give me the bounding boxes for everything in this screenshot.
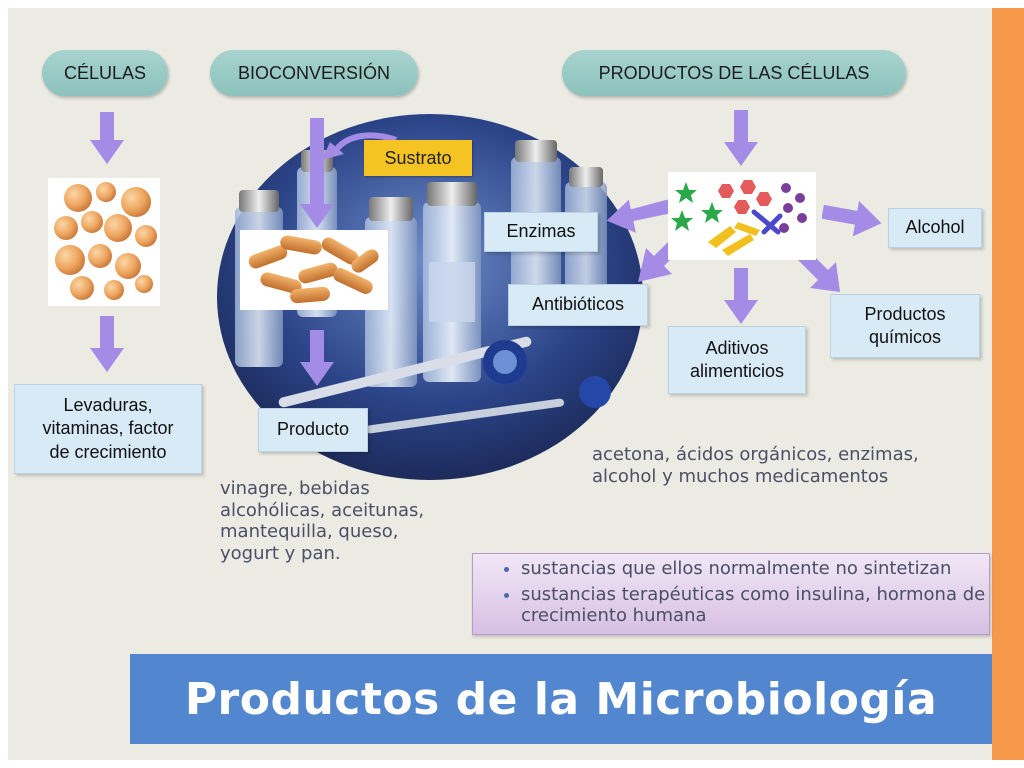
arrow-to-alcohol bbox=[822, 200, 882, 237]
bacteria-image bbox=[240, 230, 388, 310]
bullet-list: sustancias que ellos normalmente no sint… bbox=[473, 558, 989, 627]
header-cell-products: PRODUCTOS DE LAS CÉLULAS bbox=[562, 50, 906, 96]
fermented-products-line-1: vinagre, bebidas bbox=[220, 478, 370, 499]
fermented-products-note: vinagre, bebidas alcohólicas, aceitunas,… bbox=[220, 478, 424, 564]
yeast-cells-icon bbox=[54, 182, 157, 300]
yeast-products-box: Levaduras, vitaminas, factor de crecimie… bbox=[14, 384, 202, 474]
header-cell-products-label: PRODUCTOS DE LAS CÉLULAS bbox=[598, 62, 870, 83]
alcohol-box: Alcohol bbox=[888, 208, 982, 248]
chemical-products-line-2: químicos bbox=[868, 327, 942, 347]
bullet-list-box: sustancias que ellos normalmente no sint… bbox=[472, 553, 990, 635]
header-bioconversion: BIOCONVERSIÓN bbox=[210, 50, 418, 96]
header-cells-label: CÉLULAS bbox=[63, 62, 147, 83]
food-additives-box: Aditivos alimenticios bbox=[668, 326, 806, 394]
cell-products-examples-line-2: alcohol y muchos medicamentos bbox=[592, 465, 889, 487]
bullet-item: sustancias que ellos normalmente no sint… bbox=[521, 558, 989, 580]
arrow-product-down bbox=[300, 330, 334, 386]
product-box: Producto bbox=[258, 408, 368, 452]
arrow-cells-down bbox=[90, 112, 124, 164]
antibiotics-box: Antibióticos bbox=[508, 284, 648, 326]
molecules-icon bbox=[671, 180, 807, 256]
header-bioconversion-label: BIOCONVERSIÓN bbox=[237, 62, 391, 83]
antibiotics-box-label: Antibióticos bbox=[531, 294, 625, 315]
food-additives-line-1: Aditivos bbox=[705, 337, 769, 358]
arrow-to-aditivos bbox=[724, 268, 758, 324]
title-band: Productos de la Microbiología bbox=[130, 654, 992, 744]
yeast-products-line-3: de crecimiento bbox=[49, 441, 167, 462]
cell-products-examples-line-1: acetona, ácidos orgánicos, enzimas, bbox=[592, 444, 919, 465]
side-accent-bar bbox=[992, 8, 1024, 760]
yeast-products-line-1: Levaduras, bbox=[63, 394, 153, 415]
fermented-products-line-4: yogurt y pan. bbox=[220, 542, 341, 564]
slide-title: Productos de la Microbiología bbox=[184, 673, 938, 725]
bullet-item: sustancias terapéuticas como insulina, h… bbox=[521, 584, 989, 627]
arrow-cell-products-down bbox=[724, 110, 758, 166]
cell-products-image bbox=[668, 172, 816, 260]
yeast-products-line-2: vitaminas, factor bbox=[42, 418, 174, 439]
enzymes-box-label: Enzimas bbox=[506, 221, 576, 242]
chemical-products-box: Productos químicos bbox=[830, 294, 980, 358]
arrow-substrate-curve bbox=[322, 132, 397, 160]
bacteria-icon bbox=[248, 235, 379, 304]
arrow-bioconversion-down bbox=[300, 118, 334, 228]
alcohol-box-label: Alcohol bbox=[905, 217, 965, 238]
product-box-label: Producto bbox=[276, 419, 350, 440]
substrate-label: Sustrato bbox=[364, 140, 472, 176]
food-additives-line-2: alimenticios bbox=[689, 361, 785, 381]
substrate-label-text: Sustrato bbox=[384, 147, 452, 168]
fermented-products-line-3: mantequilla, queso, bbox=[220, 521, 399, 543]
yeast-cells-image bbox=[48, 178, 160, 306]
header-cells: CÉLULAS bbox=[42, 50, 168, 96]
enzymes-box: Enzimas bbox=[484, 212, 598, 252]
cell-products-examples-note: acetona, ácidos orgánicos, enzimas, alco… bbox=[592, 444, 919, 487]
chemical-products-line-1: Productos bbox=[864, 303, 946, 324]
fermented-products-line-2: alcohólicas, aceitunas, bbox=[220, 499, 425, 521]
arrow-cells-result-down bbox=[90, 316, 124, 372]
arrow-to-enzimas bbox=[606, 199, 670, 233]
